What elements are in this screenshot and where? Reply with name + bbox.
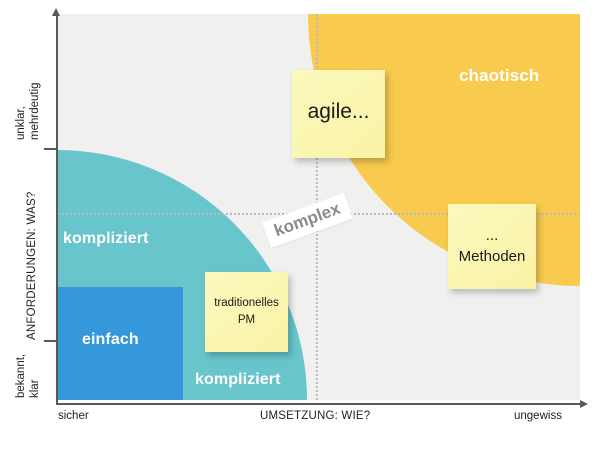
x-axis-low-label: sicher (58, 410, 89, 422)
y-axis-tick-lower (44, 340, 57, 342)
y-axis-low-label: bekannt, klar (14, 354, 43, 398)
region-label-chaotisch: chaotisch (459, 66, 540, 85)
y-axis-low-label-line1: bekannt, (15, 353, 27, 398)
y-axis-title: ANFORDERUNGEN: WAS? (26, 191, 38, 340)
y-axis-low-label-line2: klar (29, 379, 42, 398)
region-label-kompliziert-upper: kompliziert (63, 230, 149, 247)
x-axis-title: UMSETZUNG: WIE? (260, 410, 371, 422)
sticky-note-traditionelles-pm-line1: traditionelles (214, 297, 279, 310)
x-axis-high-label: ungewiss (514, 410, 562, 422)
plot-area: kompliziert einfach kompliziert chaotisc… (57, 14, 580, 400)
y-axis-line (56, 14, 58, 404)
region-label-einfach: einfach (82, 331, 139, 348)
y-axis-high-label-line2: mehrdeutig (29, 82, 42, 140)
region-label-komplex: komplex (262, 192, 353, 249)
region-label-kompliziert-lower: kompliziert (195, 371, 281, 388)
y-axis-high-label-line1: unklar, (15, 106, 27, 140)
sticky-note-methoden-line2: Methoden (458, 247, 526, 265)
region-einfach-shape (57, 287, 183, 400)
sticky-note-agile[interactable]: agile... (292, 70, 385, 158)
x-axis-arrow-icon (580, 399, 588, 408)
sticky-note-agile-line1: agile... (307, 100, 370, 123)
sticky-note-traditionelles-pm[interactable]: traditionelles PM (205, 272, 288, 352)
sticky-note-traditionelles-pm-line2: PM (237, 314, 256, 326)
y-axis-tick-upper (44, 148, 57, 150)
y-axis-arrow-icon (52, 8, 60, 16)
x-axis-line (56, 403, 583, 405)
sticky-note-methoden-line1: ... (485, 227, 499, 245)
sticky-note-methoden[interactable]: ... Methoden (448, 204, 536, 289)
y-axis-high-label: unklar, mehrdeutig (14, 82, 43, 140)
